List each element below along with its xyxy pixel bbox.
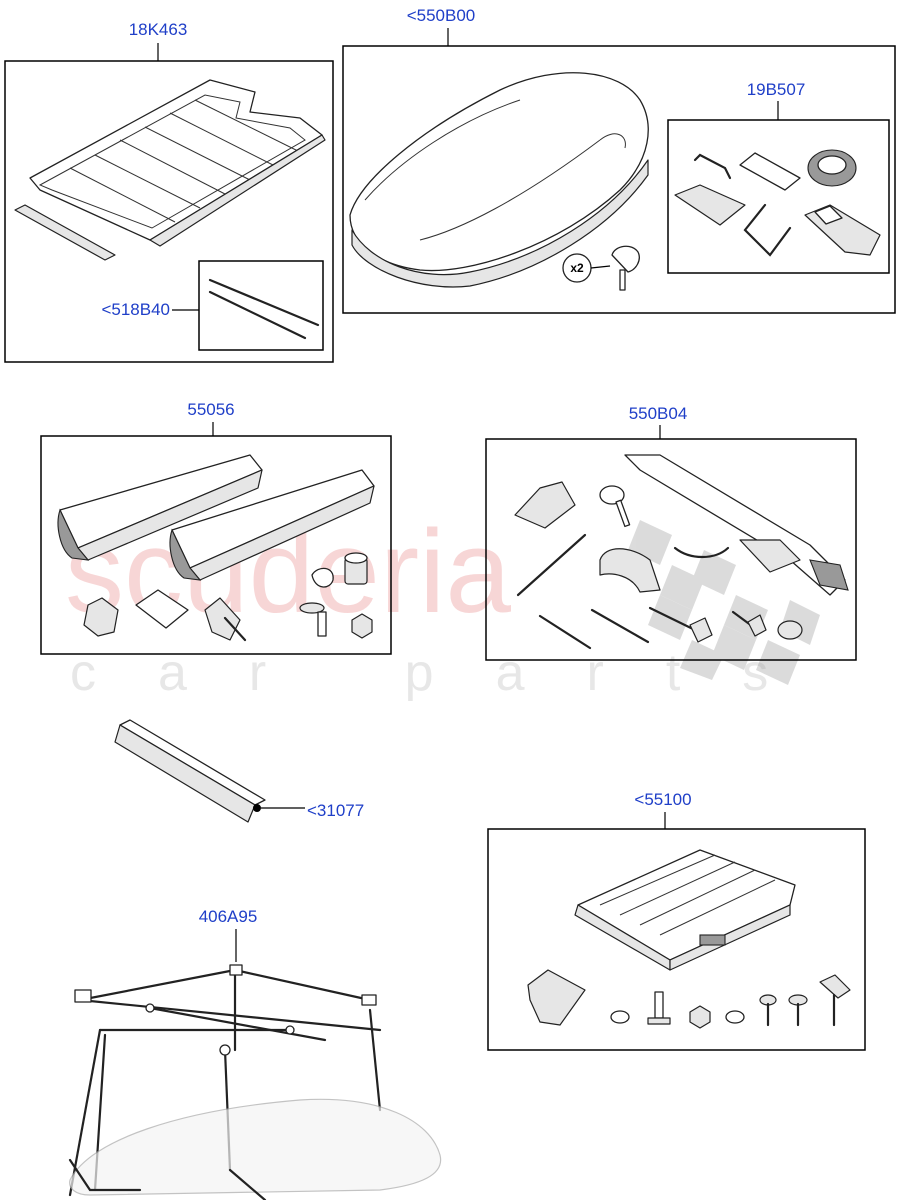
cap-nut[interactable] (777, 620, 803, 640)
lifting-strap[interactable] (68, 1158, 142, 1192)
frame-518B40 (198, 260, 324, 351)
grommet[interactable] (311, 567, 334, 588)
allen-key[interactable] (743, 203, 792, 257)
washer-1[interactable] (610, 1010, 630, 1024)
leader-line (590, 265, 611, 269)
nut[interactable] (689, 1005, 711, 1029)
t-handle-bolt-2[interactable] (731, 610, 767, 637)
callout-31077[interactable]: <31077 (307, 801, 364, 820)
ski-carrier-front[interactable] (57, 454, 263, 561)
group-55100: <55100 (487, 790, 866, 1051)
cycle-carrier-arm[interactable] (624, 454, 849, 596)
roof-panel-frame[interactable] (29, 79, 326, 247)
quantity-badge-text: x2 (570, 261, 584, 275)
key-icon[interactable] (599, 485, 631, 528)
roof-box-outline (69, 1098, 442, 1196)
spacer-sleeve[interactable] (344, 552, 368, 585)
callout-550B04[interactable]: 550B04 (629, 404, 688, 423)
frame-550B00 (342, 45, 896, 314)
lock-knob[interactable] (514, 481, 576, 529)
pad-plate[interactable] (135, 589, 189, 629)
washer-2[interactable] (725, 1010, 745, 1024)
callout-18K463[interactable]: 18K463 (129, 20, 188, 39)
group-18K463: 18K463 <518B40 (4, 20, 334, 363)
clamp-fitting[interactable] (804, 204, 881, 256)
screw-1[interactable] (759, 994, 777, 1027)
clamp-bolt[interactable] (204, 597, 247, 642)
handle-bracket[interactable] (693, 153, 732, 180)
adhesive-pads[interactable] (674, 184, 746, 226)
mounting-plate[interactable] (739, 152, 801, 191)
threaded-rod[interactable] (516, 533, 587, 597)
group-406A95: 406A95 (68, 907, 442, 1200)
bolt[interactable] (647, 991, 671, 1025)
group-31077: <31077 (114, 719, 364, 823)
group-550B04: 550B04 (485, 404, 857, 661)
rubber-strip-1[interactable] (208, 278, 320, 327)
rubber-strip-2[interactable] (208, 290, 307, 340)
end-cap[interactable] (83, 597, 119, 637)
bracket-housing[interactable] (599, 548, 661, 593)
t-handle-bolt-1[interactable] (648, 606, 713, 643)
roof-box[interactable] (349, 72, 649, 288)
aero-rail[interactable] (114, 719, 266, 823)
screw-2[interactable] (788, 994, 808, 1027)
mounting-clamp[interactable] (527, 969, 586, 1026)
callout-55100[interactable]: <55100 (634, 790, 691, 809)
frame-55100 (487, 828, 866, 1051)
callout-518B40[interactable]: <518B40 (101, 300, 170, 319)
strap-clip[interactable] (673, 546, 730, 559)
roof-tray[interactable] (574, 849, 796, 971)
callout-19B507[interactable]: 19B507 (747, 80, 806, 99)
group-550B00: <550B00 x2 19B507 (342, 6, 896, 314)
wing-knob[interactable] (819, 974, 851, 1027)
lifting-strap[interactable] (228, 1168, 267, 1200)
callout-406A95[interactable]: 406A95 (199, 907, 258, 926)
long-bolt-2[interactable] (590, 608, 650, 644)
t-bolt[interactable] (299, 602, 327, 637)
ski-carrier-rear[interactable] (169, 469, 375, 581)
leader-dot (253, 804, 261, 812)
seal-strip[interactable] (14, 204, 116, 261)
nut[interactable] (351, 613, 373, 639)
frame-18K463 (4, 60, 334, 363)
group-55056: 55056 (40, 400, 392, 655)
frame-55056 (40, 435, 392, 655)
callout-550B00[interactable]: <550B00 (407, 6, 476, 25)
callout-55056[interactable]: 55056 (187, 400, 234, 419)
strap-roll[interactable] (807, 149, 857, 187)
frame-550B04 (485, 438, 857, 661)
key-icon[interactable] (611, 245, 640, 291)
long-bolt-1[interactable] (538, 614, 592, 650)
